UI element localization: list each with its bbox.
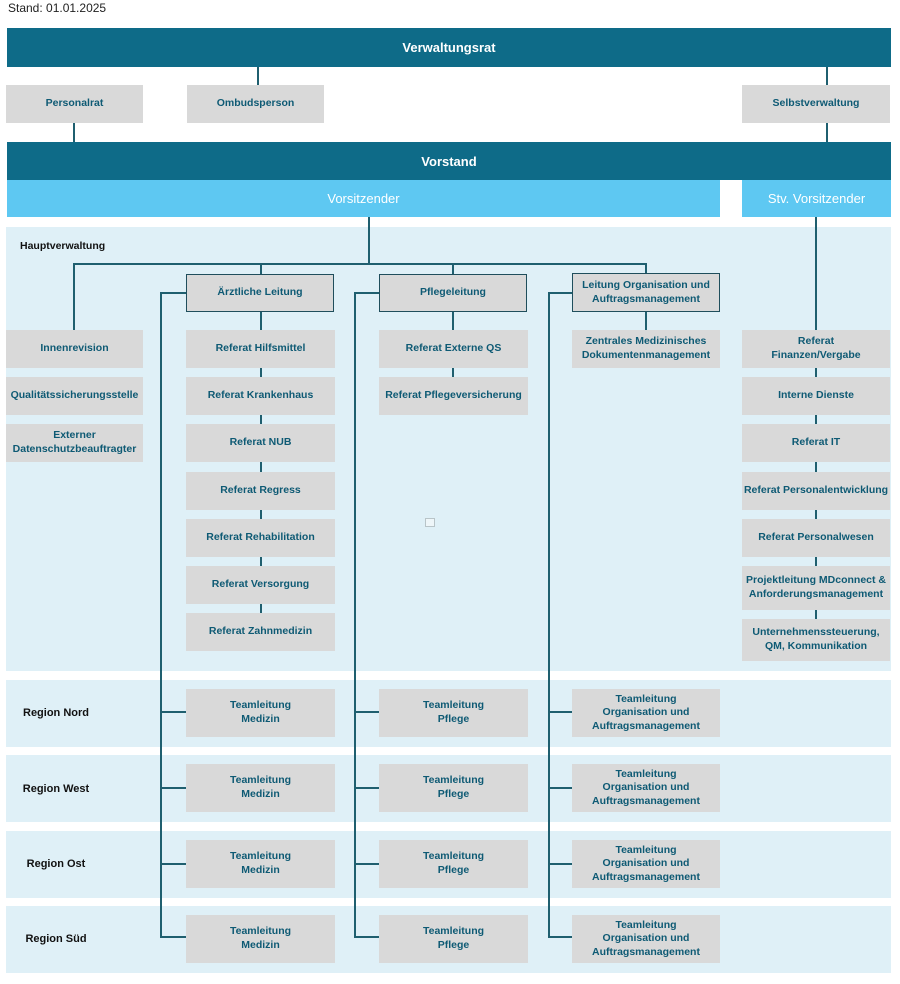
vorsitzender-bar: Vorsitzender — [7, 180, 720, 217]
referat-zahnmedizin-box: Referat Zahnmedizin — [186, 613, 335, 651]
teamleitung-pflege-ost: Teamleitung Pflege — [379, 840, 528, 888]
ombudsperson-box: Ombudsperson — [187, 85, 324, 123]
referat-externe-qs-box: Referat Externe QS — [379, 330, 528, 368]
region-ost-label: Region Ost — [26, 858, 86, 870]
unternehmenssteuerung-box: Unternehmenssteuerung, QM, Kommunikation — [742, 619, 890, 661]
referat-nub-box: Referat NUB — [186, 424, 335, 462]
teamleitung-pflege-nord: Teamleitung Pflege — [379, 689, 528, 737]
interne-dienste-box: Interne Dienste — [742, 377, 890, 415]
teamleitung-pflege-sued: Teamleitung Pflege — [379, 915, 528, 963]
teamleitung-pflege-west: Teamleitung Pflege — [379, 764, 528, 812]
stand-date: Stand: 01.01.2025 — [8, 1, 107, 15]
vorstand-bar: Vorstand — [7, 142, 891, 180]
teamleitung-medizin-nord: Teamleitung Medizin — [186, 689, 335, 737]
referat-hilfsmittel-box: Referat Hilfsmittel — [186, 330, 335, 368]
pflegeleitung-head: Pflegeleitung — [379, 274, 527, 312]
teamleitung-organisation-ost: Teamleitung Organisation und Auftragsman… — [572, 840, 720, 888]
qualitaetssicherungsstelle-box: Qualitätssicherungsstelle — [6, 377, 143, 415]
region-nord-label: Region Nord — [23, 707, 89, 719]
leitung-organisation-head: Leitung Organisation und Auftragsmanagem… — [572, 273, 720, 312]
stv-vorsitzender-bar: Stv. Vorsitzender — [742, 180, 891, 217]
projektleitung-mdconnect-box: Projektleitung MDconnect & Anforderungsm… — [742, 566, 890, 610]
selbstverwaltung-box: Selbstverwaltung — [742, 85, 890, 123]
referat-it-box: Referat IT — [742, 424, 890, 462]
datenschutzbeauftragter-box: Externer Datenschutzbeauftragter — [6, 424, 143, 462]
teamleitung-medizin-sued: Teamleitung Medizin — [186, 915, 335, 963]
teamleitung-medizin-west: Teamleitung Medizin — [186, 764, 335, 812]
teamleitung-medizin-ost: Teamleitung Medizin — [186, 840, 335, 888]
innenrevision-box: Innenrevision — [6, 330, 143, 368]
referat-finanzen-box: Referat Finanzen/Vergabe — [742, 330, 890, 368]
dokumentenmanagement-box: Zentrales Medizinisches Dokumentenmanage… — [572, 330, 720, 368]
region-sued-label: Region Süd — [25, 933, 87, 945]
referat-pflegeversicherung-box: Referat Pflegeversicherung — [379, 377, 528, 415]
referat-regress-box: Referat Regress — [186, 472, 335, 510]
referat-rehabilitation-box: Referat Rehabilitation — [186, 519, 335, 557]
referat-krankenhaus-box: Referat Krankenhaus — [186, 377, 335, 415]
teamleitung-organisation-sued: Teamleitung Organisation und Auftragsman… — [572, 915, 720, 963]
referat-personalentwicklung-box: Referat Personalentwicklung — [742, 472, 890, 510]
verwaltungsrat-bar: Verwaltungsrat — [7, 28, 891, 67]
placeholder-square-icon — [425, 518, 435, 527]
aerztliche-leitung-head: Ärztliche Leitung — [186, 274, 334, 312]
hauptverwaltung-label: Hauptverwaltung — [20, 240, 106, 252]
teamleitung-organisation-nord: Teamleitung Organisation und Auftragsman… — [572, 689, 720, 737]
referat-personalwesen-box: Referat Personalwesen — [742, 519, 890, 557]
personalrat-box: Personalrat — [6, 85, 143, 123]
region-west-label: Region West — [22, 783, 90, 795]
referat-versorgung-box: Referat Versorgung — [186, 566, 335, 604]
teamleitung-organisation-west: Teamleitung Organisation und Auftragsman… — [572, 764, 720, 812]
